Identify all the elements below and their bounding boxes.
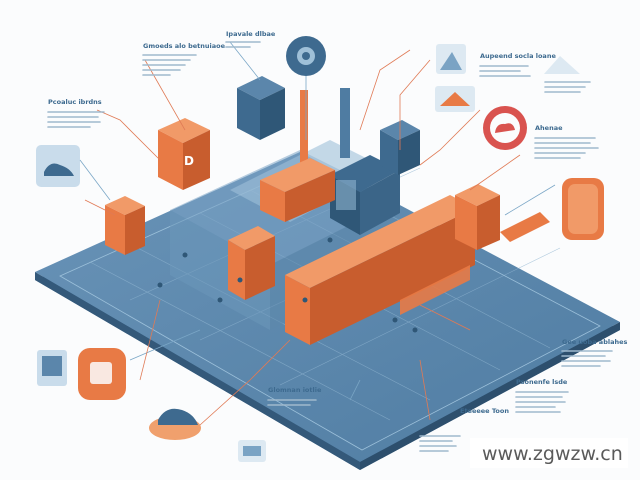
label-bottom-small: Eteeeee Toon [419, 407, 509, 452]
label-top-center: Ipavale dlbae [225, 30, 276, 48]
bottom-machine-icon [238, 440, 266, 462]
label-right-lower-2: Psonenfe lsde [515, 378, 569, 413]
label-top-left: Gmoeds alo betnuiaoe [142, 42, 226, 76]
label-text: Ahenae [535, 124, 563, 132]
orange-blocks: D [105, 118, 604, 345]
label-left-upper: Pcoaluc ibrdns [47, 98, 105, 128]
label-bottom-center: Glomnan iotlie [267, 386, 322, 406]
label-right-lower: Gee uoba ablahes [561, 338, 627, 367]
label-text: Aupeend socla loane [480, 52, 556, 60]
shoe-icon [36, 145, 80, 187]
watermark-text: www.zgwzw.cn [482, 443, 623, 465]
label-text: Psonenfe lsde [516, 378, 568, 386]
orange-shoe-icon [149, 408, 201, 440]
factory-icon [78, 348, 126, 400]
svg-text:D: D [184, 154, 194, 168]
gear-icon [286, 36, 326, 76]
monitor-icon [37, 350, 67, 386]
label-text: Gmoeds alo betnuiaoe [143, 42, 226, 50]
blue-blocks [237, 76, 420, 175]
label-text: Pcoaluc ibrdns [48, 98, 102, 106]
mountain-icon [435, 44, 580, 112]
leader-lines [79, 41, 556, 426]
label-top-right: Aupeend socla loane [479, 52, 591, 93]
label-text: Ipavale dlbae [226, 30, 276, 38]
cloud-icon [483, 106, 527, 150]
label-right-mid: Ahenae [534, 124, 599, 159]
label-text: Gee uoba ablahes [562, 338, 627, 346]
watermark: www.zgwzw.cn [470, 438, 628, 468]
label-text: Eteeeee Toon [460, 407, 509, 415]
scattered-figures [157, 237, 418, 333]
label-text: Glomnan iotlie [268, 386, 322, 394]
